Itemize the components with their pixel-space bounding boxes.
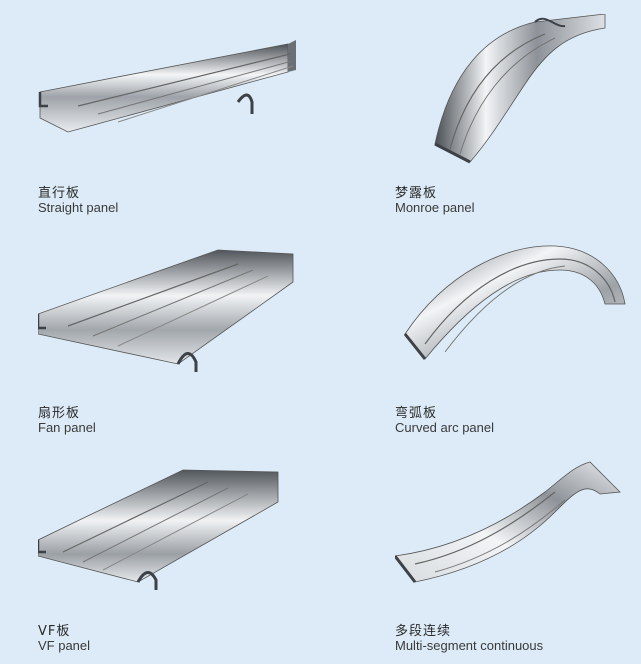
vf-panel-image (38, 469, 279, 590)
panel-name-en: VF panel (38, 638, 91, 653)
panel-name-cn: 扇形板 (38, 406, 81, 421)
curved-arc-panel-image (403, 245, 626, 360)
panel-name-en: Curved arc panel (395, 420, 494, 435)
panel-name-en: Straight panel (38, 200, 119, 215)
multi-segment-panel-image (395, 461, 621, 583)
panel-name-cn: 多段连续 (395, 624, 452, 639)
panel-card-multi-segment: 多段连续 Multi-segment continuous (395, 452, 641, 664)
straight-panel-image (38, 40, 296, 133)
panel-name-en: Fan panel (38, 420, 96, 435)
panel-name-cn: 弯弧板 (395, 406, 438, 421)
fan-panel-image (38, 249, 294, 372)
panel-card-fan: 扇形板 Fan panel (38, 234, 338, 446)
panel-card-straight: 直行板 Straight panel (38, 14, 338, 226)
monroe-panel-image (434, 14, 606, 164)
panel-card-curved-arc: 弯弧板 Curved arc panel (395, 234, 641, 446)
panel-name-cn: 直行板 (38, 186, 81, 201)
panel-name-en: Multi-segment continuous (395, 638, 544, 653)
panel-card-monroe: 梦露板 Monroe panel (395, 14, 641, 226)
panel-name-en: Monroe panel (395, 200, 475, 215)
panel-card-vf: VF板 VF panel (38, 452, 338, 664)
panel-name-cn: VF板 (38, 624, 71, 639)
panel-name-cn: 梦露板 (395, 186, 438, 201)
